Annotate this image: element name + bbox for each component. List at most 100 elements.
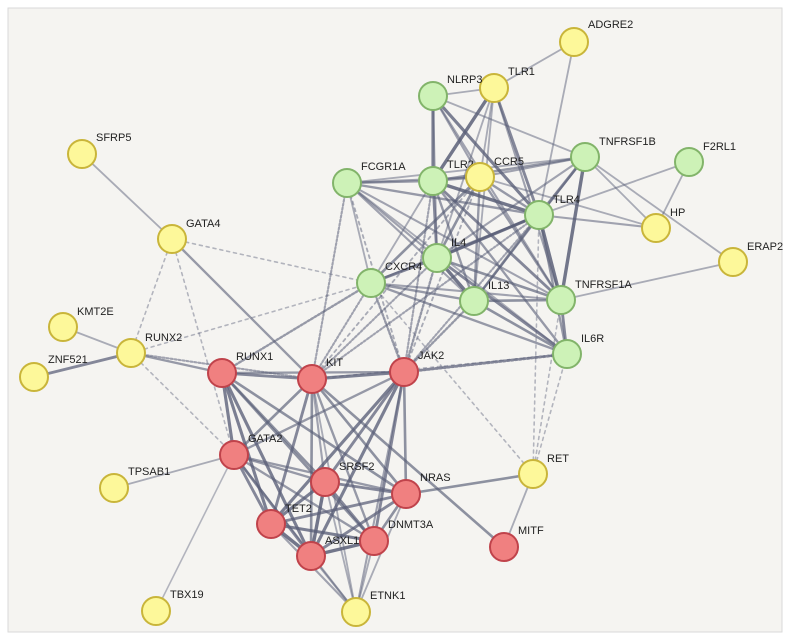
- node-kmt2e[interactable]: KMT2E: [48, 306, 114, 342]
- node-circle[interactable]: [465, 162, 495, 192]
- edge-fcgr1a-il13: [345, 181, 476, 303]
- node-circle[interactable]: [157, 224, 187, 254]
- node-cxcr4[interactable]: CXCR4: [356, 261, 422, 298]
- node-tlr2[interactable]: TLR2: [418, 159, 474, 196]
- node-circle[interactable]: [459, 286, 489, 316]
- node-kit[interactable]: KIT: [297, 357, 343, 394]
- node-circle[interactable]: [422, 243, 452, 273]
- node-tet2[interactable]: TET2: [256, 503, 312, 539]
- edge-jak2-asxl1: [309, 370, 406, 558]
- node-circle[interactable]: [256, 509, 286, 539]
- node-circle[interactable]: [641, 213, 671, 243]
- node-circle[interactable]: [116, 338, 146, 368]
- node-circle[interactable]: [48, 312, 78, 342]
- node-circle[interactable]: [389, 357, 419, 387]
- node-nras[interactable]: NRAS: [391, 472, 451, 509]
- edge-layer: [32, 41, 734, 614]
- node-label: ASXL1: [325, 535, 359, 547]
- edge-cxcr4-il6r: [369, 281, 569, 356]
- node-jak2[interactable]: JAK2: [389, 350, 444, 387]
- node-circle[interactable]: [552, 339, 582, 369]
- node-adgre2[interactable]: ADGRE2: [559, 19, 633, 57]
- node-ret[interactable]: RET: [518, 453, 569, 489]
- node-label: TBX19: [170, 589, 204, 601]
- node-hp[interactable]: HP: [641, 207, 685, 243]
- node-circle[interactable]: [546, 285, 576, 315]
- node-circle[interactable]: [559, 27, 589, 57]
- node-circle[interactable]: [391, 479, 421, 509]
- node-circle[interactable]: [219, 440, 249, 470]
- node-il13[interactable]: IL13: [459, 280, 509, 316]
- node-circle[interactable]: [207, 358, 237, 388]
- node-runx2[interactable]: RUNX2: [116, 332, 182, 368]
- edge-tnfrsf1b-fcgr1a: [346, 156, 586, 184]
- edge-jak2-il6r: [402, 352, 569, 374]
- node-label: RET: [547, 453, 569, 465]
- edge-jak2-gata2: [232, 370, 406, 457]
- node-tlr1[interactable]: TLR1: [479, 66, 535, 103]
- node-circle[interactable]: [341, 597, 371, 627]
- node-circle[interactable]: [418, 81, 448, 111]
- edge-jak2-cxcr4: [369, 281, 406, 374]
- node-mitf[interactable]: MITF: [489, 525, 544, 562]
- edge-jak2-il4: [402, 256, 439, 374]
- node-ccr5[interactable]: CCR5: [465, 156, 524, 192]
- edge-srsf2-etnk1: [324, 481, 357, 613]
- node-circle[interactable]: [418, 166, 448, 196]
- node-runx1[interactable]: RUNX1: [207, 351, 273, 388]
- edge-kit-asxl1: [309, 377, 314, 558]
- node-circle[interactable]: [489, 532, 519, 562]
- node-srsf2[interactable]: SRSF2: [310, 461, 374, 497]
- node-gata4[interactable]: GATA4: [157, 218, 220, 254]
- node-dnmt3a[interactable]: DNMT3A: [359, 519, 434, 556]
- edge-tlr2-cxcr4: [370, 180, 434, 284]
- node-tpsab1[interactable]: TPSAB1: [99, 466, 170, 503]
- node-circle[interactable]: [141, 596, 171, 626]
- node-label: GATA4: [186, 218, 220, 230]
- node-f2rl1[interactable]: F2RL1: [674, 141, 736, 177]
- edge-il4-tlr4: [435, 213, 541, 260]
- node-circle[interactable]: [479, 73, 509, 103]
- node-circle[interactable]: [296, 541, 326, 571]
- node-circle[interactable]: [297, 364, 327, 394]
- node-label: F2RL1: [703, 141, 736, 153]
- node-circle[interactable]: [359, 526, 389, 556]
- node-erap2[interactable]: ERAP2: [718, 241, 783, 277]
- node-label: NRAS: [420, 472, 451, 484]
- edge-ret-tnfrsf1a: [532, 299, 562, 475]
- node-circle[interactable]: [67, 139, 97, 169]
- node-etnk1[interactable]: ETNK1: [341, 590, 405, 627]
- edge-jak2-tlr2: [402, 179, 435, 374]
- node-il4[interactable]: IL4: [422, 237, 466, 273]
- node-circle[interactable]: [524, 200, 554, 230]
- node-tlr4[interactable]: TLR4: [524, 194, 580, 230]
- edge-kit-fcgr1a: [310, 181, 349, 381]
- node-il6r[interactable]: IL6R: [552, 333, 604, 369]
- node-fcgr1a[interactable]: FCGR1A: [332, 161, 406, 198]
- node-tbx19[interactable]: TBX19: [141, 589, 204, 626]
- node-circle[interactable]: [718, 247, 748, 277]
- node-asxl1[interactable]: ASXL1: [296, 535, 359, 571]
- edge-tnfrsf1b-hp: [584, 156, 657, 229]
- node-znf521[interactable]: ZNF521: [19, 354, 88, 392]
- edge-fcgr1a-cxcr4: [346, 182, 372, 284]
- node-circle[interactable]: [19, 362, 49, 392]
- edge-tlr1-il4: [436, 87, 495, 259]
- node-label: ERAP2: [747, 241, 783, 253]
- node-nlrp3[interactable]: NLRP3: [418, 74, 482, 111]
- node-circle[interactable]: [518, 459, 548, 489]
- edge-nras-asxl1: [309, 492, 408, 558]
- node-sfrp5[interactable]: SFRP5: [67, 132, 131, 169]
- node-gata2[interactable]: GATA2: [219, 433, 282, 470]
- node-circle[interactable]: [310, 467, 340, 497]
- node-circle[interactable]: [99, 473, 129, 503]
- edge-kit-mitf: [310, 377, 506, 549]
- node-tnfrsf1a[interactable]: TNFRSF1A: [546, 279, 633, 315]
- node-circle[interactable]: [674, 147, 704, 177]
- edge-il13-cxcr4: [369, 281, 476, 303]
- node-circle[interactable]: [570, 142, 600, 172]
- node-circle[interactable]: [356, 268, 386, 298]
- node-circle[interactable]: [332, 168, 362, 198]
- edge-tlr1-tlr2: [431, 86, 496, 183]
- node-tnfrsf1b[interactable]: TNFRSF1B: [570, 136, 656, 172]
